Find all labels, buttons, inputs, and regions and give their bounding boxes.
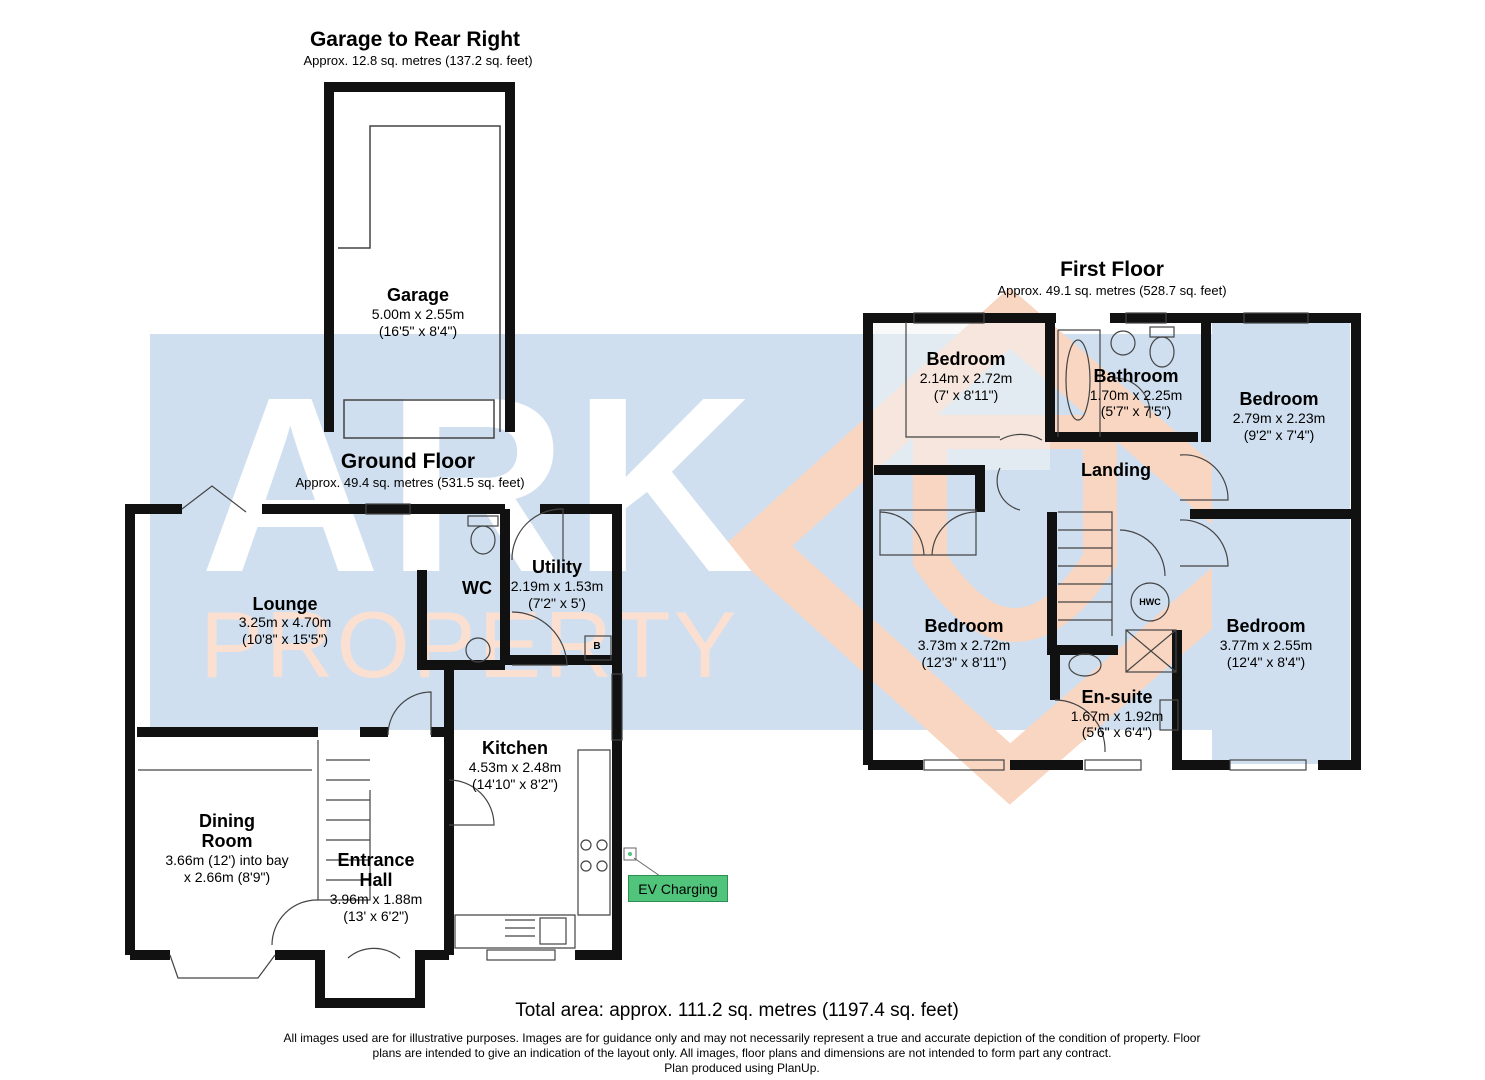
garage-imperial: (16'5" x 8'4") [378, 323, 458, 339]
utility-label: Utility [531, 557, 583, 577]
bedroom-bottom-left-metric: 3.73m x 2.72m [917, 637, 1011, 653]
disclaimer-line-1: All images used are for illustrative pur… [283, 1031, 1201, 1045]
hwc-label: HWC [1139, 597, 1161, 607]
utility-metric: 2.19m x 1.53m [510, 578, 604, 594]
wc-label: WC [462, 578, 492, 598]
bathroom-imperial: (5'7" x 7'5") [1100, 403, 1172, 419]
entrance-hall-label-1: Entrance [337, 850, 415, 870]
ground-floor-walls [125, 504, 622, 1008]
lounge-imperial: (10'8" x 15'5") [241, 631, 329, 647]
ensuite-metric: 1.67m x 1.92m [1070, 708, 1164, 724]
ground-floor-details [138, 485, 623, 979]
first-floor-title: First Floor [1060, 258, 1164, 281]
garage-section-title: Garage to Rear Right [309, 28, 521, 51]
bathroom-label: Bathroom [1093, 366, 1179, 386]
bedroom-bottom-left-label: Bedroom [924, 616, 1004, 636]
bedroom-bottom-left-imperial: (12'3" x 8'11") [921, 654, 1007, 670]
bathroom-metric: 1.70m x 2.25m [1089, 387, 1183, 403]
ground-floor-title: Ground Floor [340, 450, 476, 473]
bedroom-tr-fill [1212, 322, 1350, 764]
bedroom-bottom-right-imperial: (12'4" x 8'4") [1226, 654, 1306, 670]
bedroom-top-right-label: Bedroom [1239, 389, 1319, 409]
watermark-logo [723, 287, 1308, 805]
garage-label: Garage [386, 285, 450, 305]
garage-walls [324, 82, 515, 432]
kitchen-label: Kitchen [481, 738, 549, 758]
first-floor-details [879, 312, 1309, 771]
bedroom-top-left-imperial: (7' x 8'11") [933, 387, 999, 403]
bedroom-top-left-label: Bedroom [926, 349, 1006, 369]
garage-details [338, 125, 501, 439]
garage-metric: 5.00m x 2.55m [371, 306, 465, 322]
dining-room-label-2: Room [201, 831, 253, 851]
bedroom-bottom-right-metric: 3.77m x 2.55m [1219, 637, 1313, 653]
bedroom-top-right-metric: 2.79m x 2.23m [1232, 410, 1326, 426]
ensuite-imperial: (5'6" x 6'4") [1081, 724, 1153, 740]
entrance-hall-label-2: Hall [359, 870, 393, 890]
ground-floor-area: Approx. 49.4 sq. metres (531.5 sq. feet) [295, 475, 525, 490]
entrance-hall-imperial: (13' x 6'2") [343, 908, 409, 924]
lounge-label: Lounge [252, 594, 318, 614]
dining-room-label-1: Dining [199, 811, 255, 831]
kitchen-imperial: (14'10" x 8'2") [471, 776, 559, 792]
watermark-property-text: PROPERTY [200, 592, 740, 697]
kitchen-metric: 4.53m x 2.48m [468, 759, 562, 775]
bedroom-bottom-right-label: Bedroom [1226, 616, 1306, 636]
garage-section-area: Approx. 12.8 sq. metres (137.2 sq. feet) [303, 53, 533, 68]
watermark-shield [913, 415, 1117, 642]
dining-room-dim-2: x 2.66m (8'9") [183, 869, 271, 885]
ev-charging-label: EV Charging [628, 875, 728, 902]
watermark-ark-text: ARK [200, 345, 760, 624]
bedroom-tl-fill [874, 322, 1050, 470]
entrance-hall-metric: 3.96m x 1.88m [329, 891, 423, 907]
ensuite-label: En-suite [1081, 687, 1153, 707]
utility-imperial: (7'2" x 5') [528, 595, 586, 611]
first-floor-area: Approx. 49.1 sq. metres (528.7 sq. feet) [997, 283, 1227, 298]
bedroom-top-left-metric: 2.14m x 2.72m [919, 370, 1013, 386]
disclaimer-line-2: plans are intended to give an indication… [372, 1046, 1112, 1060]
bedroom-top-right-imperial: (9'2" x 7'4") [1243, 427, 1315, 443]
ev-charging-marker [623, 847, 661, 877]
disclaimer-line-3: Plan produced using PlanUp. [664, 1061, 820, 1075]
first-floor-walls [863, 313, 1361, 770]
total-area: Total area: approx. 111.2 sq. metres (11… [515, 1000, 959, 1021]
boiler-label: B [593, 641, 601, 652]
dining-room-dim-1: 3.66m (12') into bay [165, 852, 289, 868]
lounge-metric: 3.25m x 4.70m [238, 614, 332, 630]
landing-label: Landing [1081, 460, 1151, 480]
